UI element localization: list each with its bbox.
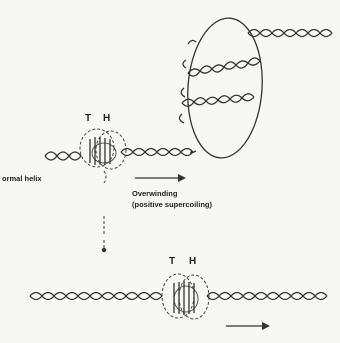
positive-supercoiling-label: (positive supercoiling) <box>132 200 213 209</box>
overwinding-label: Overwinding <box>132 189 178 198</box>
upper-left-helix <box>45 152 81 160</box>
lower-t-label: T <box>169 256 175 267</box>
upper-h-label: H <box>103 113 110 124</box>
lower-h-label: H <box>189 256 196 267</box>
overwinding-arrow <box>135 174 186 182</box>
lower-left-helix <box>30 293 162 300</box>
normal-helix-label: ormal helix <box>2 174 42 183</box>
transition-connector <box>102 216 106 252</box>
upper-exit-helix <box>248 30 332 37</box>
upper-transcription-complex <box>80 129 126 183</box>
lower-right-helix <box>207 293 327 300</box>
lower-transcription-complex <box>162 274 209 319</box>
lower-direction-arrow <box>226 322 270 330</box>
upper-t-label: T <box>85 113 91 124</box>
supercoil-loop <box>179 16 266 161</box>
upper-right-helix <box>121 149 193 156</box>
